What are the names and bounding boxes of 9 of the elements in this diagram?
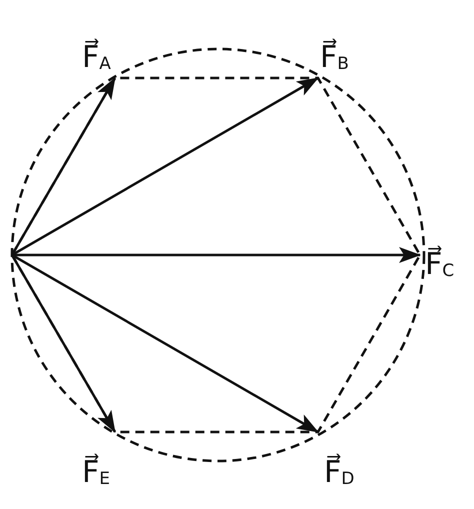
vector-label: F⃗$_{E}$ bbox=[80, 434, 126, 492]
force-arrow bbox=[11, 254, 319, 434]
vector-label: F⃗$_{B}$ bbox=[318, 22, 364, 77]
vector-label: F⃗$_{D}$ bbox=[322, 434, 368, 492]
force-arrow bbox=[10, 254, 116, 433]
force-arrow bbox=[12, 247, 421, 263]
vector-label: F⃗$_{C}$ bbox=[423, 226, 471, 284]
force-arrow bbox=[11, 76, 319, 256]
vector-label: F⃗$_{A}$ bbox=[80, 22, 126, 77]
